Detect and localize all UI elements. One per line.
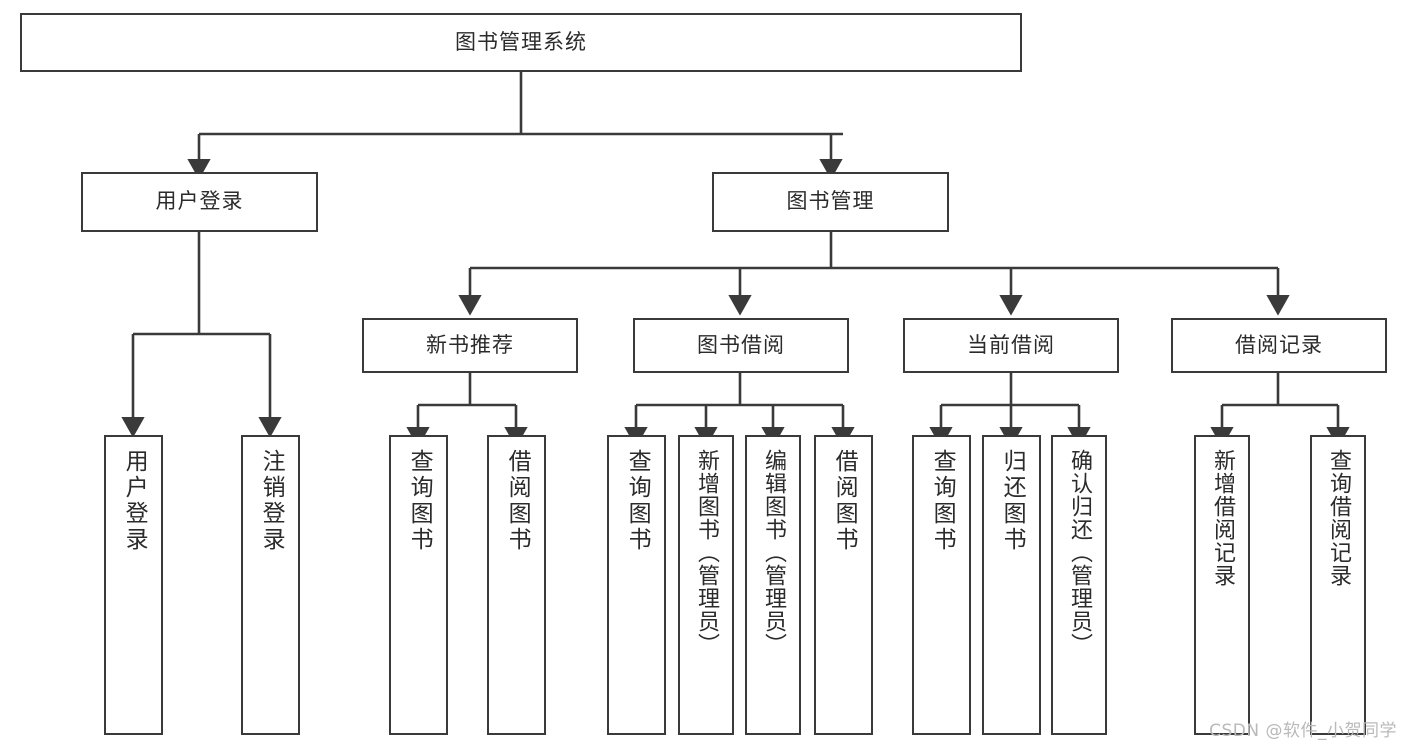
node-current-borrow[interactable]: 当前借阅 xyxy=(903,318,1119,373)
node-leaf-add-borrow-record[interactable]: 新增借阅记录 xyxy=(1194,435,1250,735)
node-root-book-management-system[interactable]: 图书管理系统 xyxy=(20,13,1022,72)
node-leaf-logout[interactable]: 注销登录 xyxy=(241,435,300,735)
node-leaf-add-book-admin[interactable]: 新增图书（管理员） xyxy=(678,435,734,735)
node-label: 当前借阅 xyxy=(967,332,1055,357)
node-leaf-borrow-book-recommend[interactable]: 借阅图书 xyxy=(487,435,546,735)
node-leaf-query-book-borrow[interactable]: 查询图书 xyxy=(607,435,666,735)
node-book-borrow[interactable]: 图书借阅 xyxy=(633,318,849,373)
node-label: 用户登录 xyxy=(155,189,244,214)
node-label: 新增图书（管理员） xyxy=(693,449,719,656)
node-leaf-borrow-book[interactable]: 借阅图书 xyxy=(814,435,873,735)
node-user-login[interactable]: 用户登录 xyxy=(81,172,318,232)
node-label: 新增借阅记录 xyxy=(1209,449,1235,587)
node-leaf-query-book-current[interactable]: 查询图书 xyxy=(912,435,971,735)
node-label: 查询借阅记录 xyxy=(1325,449,1351,587)
node-leaf-query-book-recommend[interactable]: 查询图书 xyxy=(389,435,448,735)
node-label: 借阅图书 xyxy=(831,449,858,553)
node-label: 查询图书 xyxy=(406,449,433,553)
node-label: 注销登录 xyxy=(258,449,285,553)
node-label: 查询图书 xyxy=(929,449,956,553)
node-label: 确认归还（管理员） xyxy=(1066,449,1092,656)
node-label: 用户登录 xyxy=(121,449,148,553)
node-book-management[interactable]: 图书管理 xyxy=(712,172,949,232)
node-label: 编辑图书（管理员） xyxy=(760,449,786,656)
node-label: 查询图书 xyxy=(624,449,651,553)
node-label: 借阅图书 xyxy=(504,449,531,553)
node-label: 借阅记录 xyxy=(1235,332,1323,357)
node-leaf-user-login[interactable]: 用户登录 xyxy=(104,435,163,735)
node-leaf-confirm-return-admin[interactable]: 确认归还（管理员） xyxy=(1051,435,1107,735)
node-label: 图书管理系统 xyxy=(455,29,587,54)
watermark-text: CSDN @软件_小贺同学 xyxy=(1209,721,1397,741)
node-label: 图书管理 xyxy=(786,189,875,214)
node-leaf-return-book[interactable]: 归还图书 xyxy=(982,435,1041,735)
node-borrow-record[interactable]: 借阅记录 xyxy=(1171,318,1387,373)
node-label: 归还图书 xyxy=(999,449,1026,553)
node-label: 图书借阅 xyxy=(697,332,785,357)
node-new-book-recommend[interactable]: 新书推荐 xyxy=(362,318,578,373)
node-label: 新书推荐 xyxy=(426,332,514,357)
node-leaf-query-borrow-record[interactable]: 查询借阅记录 xyxy=(1310,435,1366,735)
node-leaf-edit-book-admin[interactable]: 编辑图书（管理员） xyxy=(745,435,801,735)
